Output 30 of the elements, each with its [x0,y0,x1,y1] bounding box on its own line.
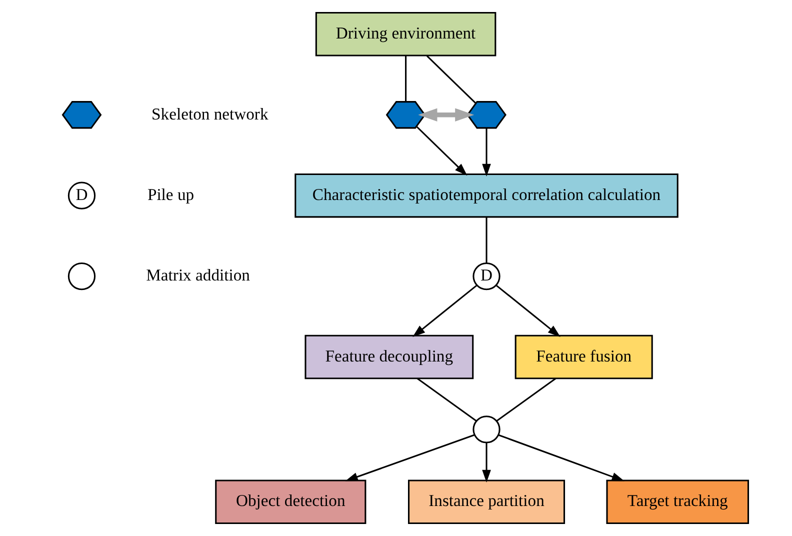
node-hexagon [386,101,426,129]
legend-label: Pile up [147,184,194,204]
node-box: Object detection [215,480,366,524]
node-box: Instance partition [408,480,566,524]
node-box: Target tracking [606,480,750,524]
connector [416,378,477,422]
node-circle [472,416,500,444]
node-box: Driving environment [315,12,496,56]
node-circle: D [68,182,96,210]
node-box: Characteristic spatiotemporal correlation calculation [294,173,678,218]
arrow [482,128,491,176]
connector [496,378,556,422]
node-box: Feature fusion [514,334,653,380]
legend-label: Matrix addition [146,266,250,285]
node-hexagon [466,101,506,129]
node-hexagon [62,101,102,129]
arrow [496,284,560,337]
arrow [482,442,491,483]
node-circle: D [472,262,500,290]
arrow [418,108,474,122]
node-circle [68,262,96,290]
arrow [345,434,475,482]
connector [486,217,488,263]
connector [426,55,476,104]
arrow [498,434,624,482]
node-box: Feature decoupling [304,334,474,380]
arrow [416,126,468,176]
arrow [412,284,478,337]
connector [405,56,407,102]
legend-label: Skeleton network [152,104,268,124]
